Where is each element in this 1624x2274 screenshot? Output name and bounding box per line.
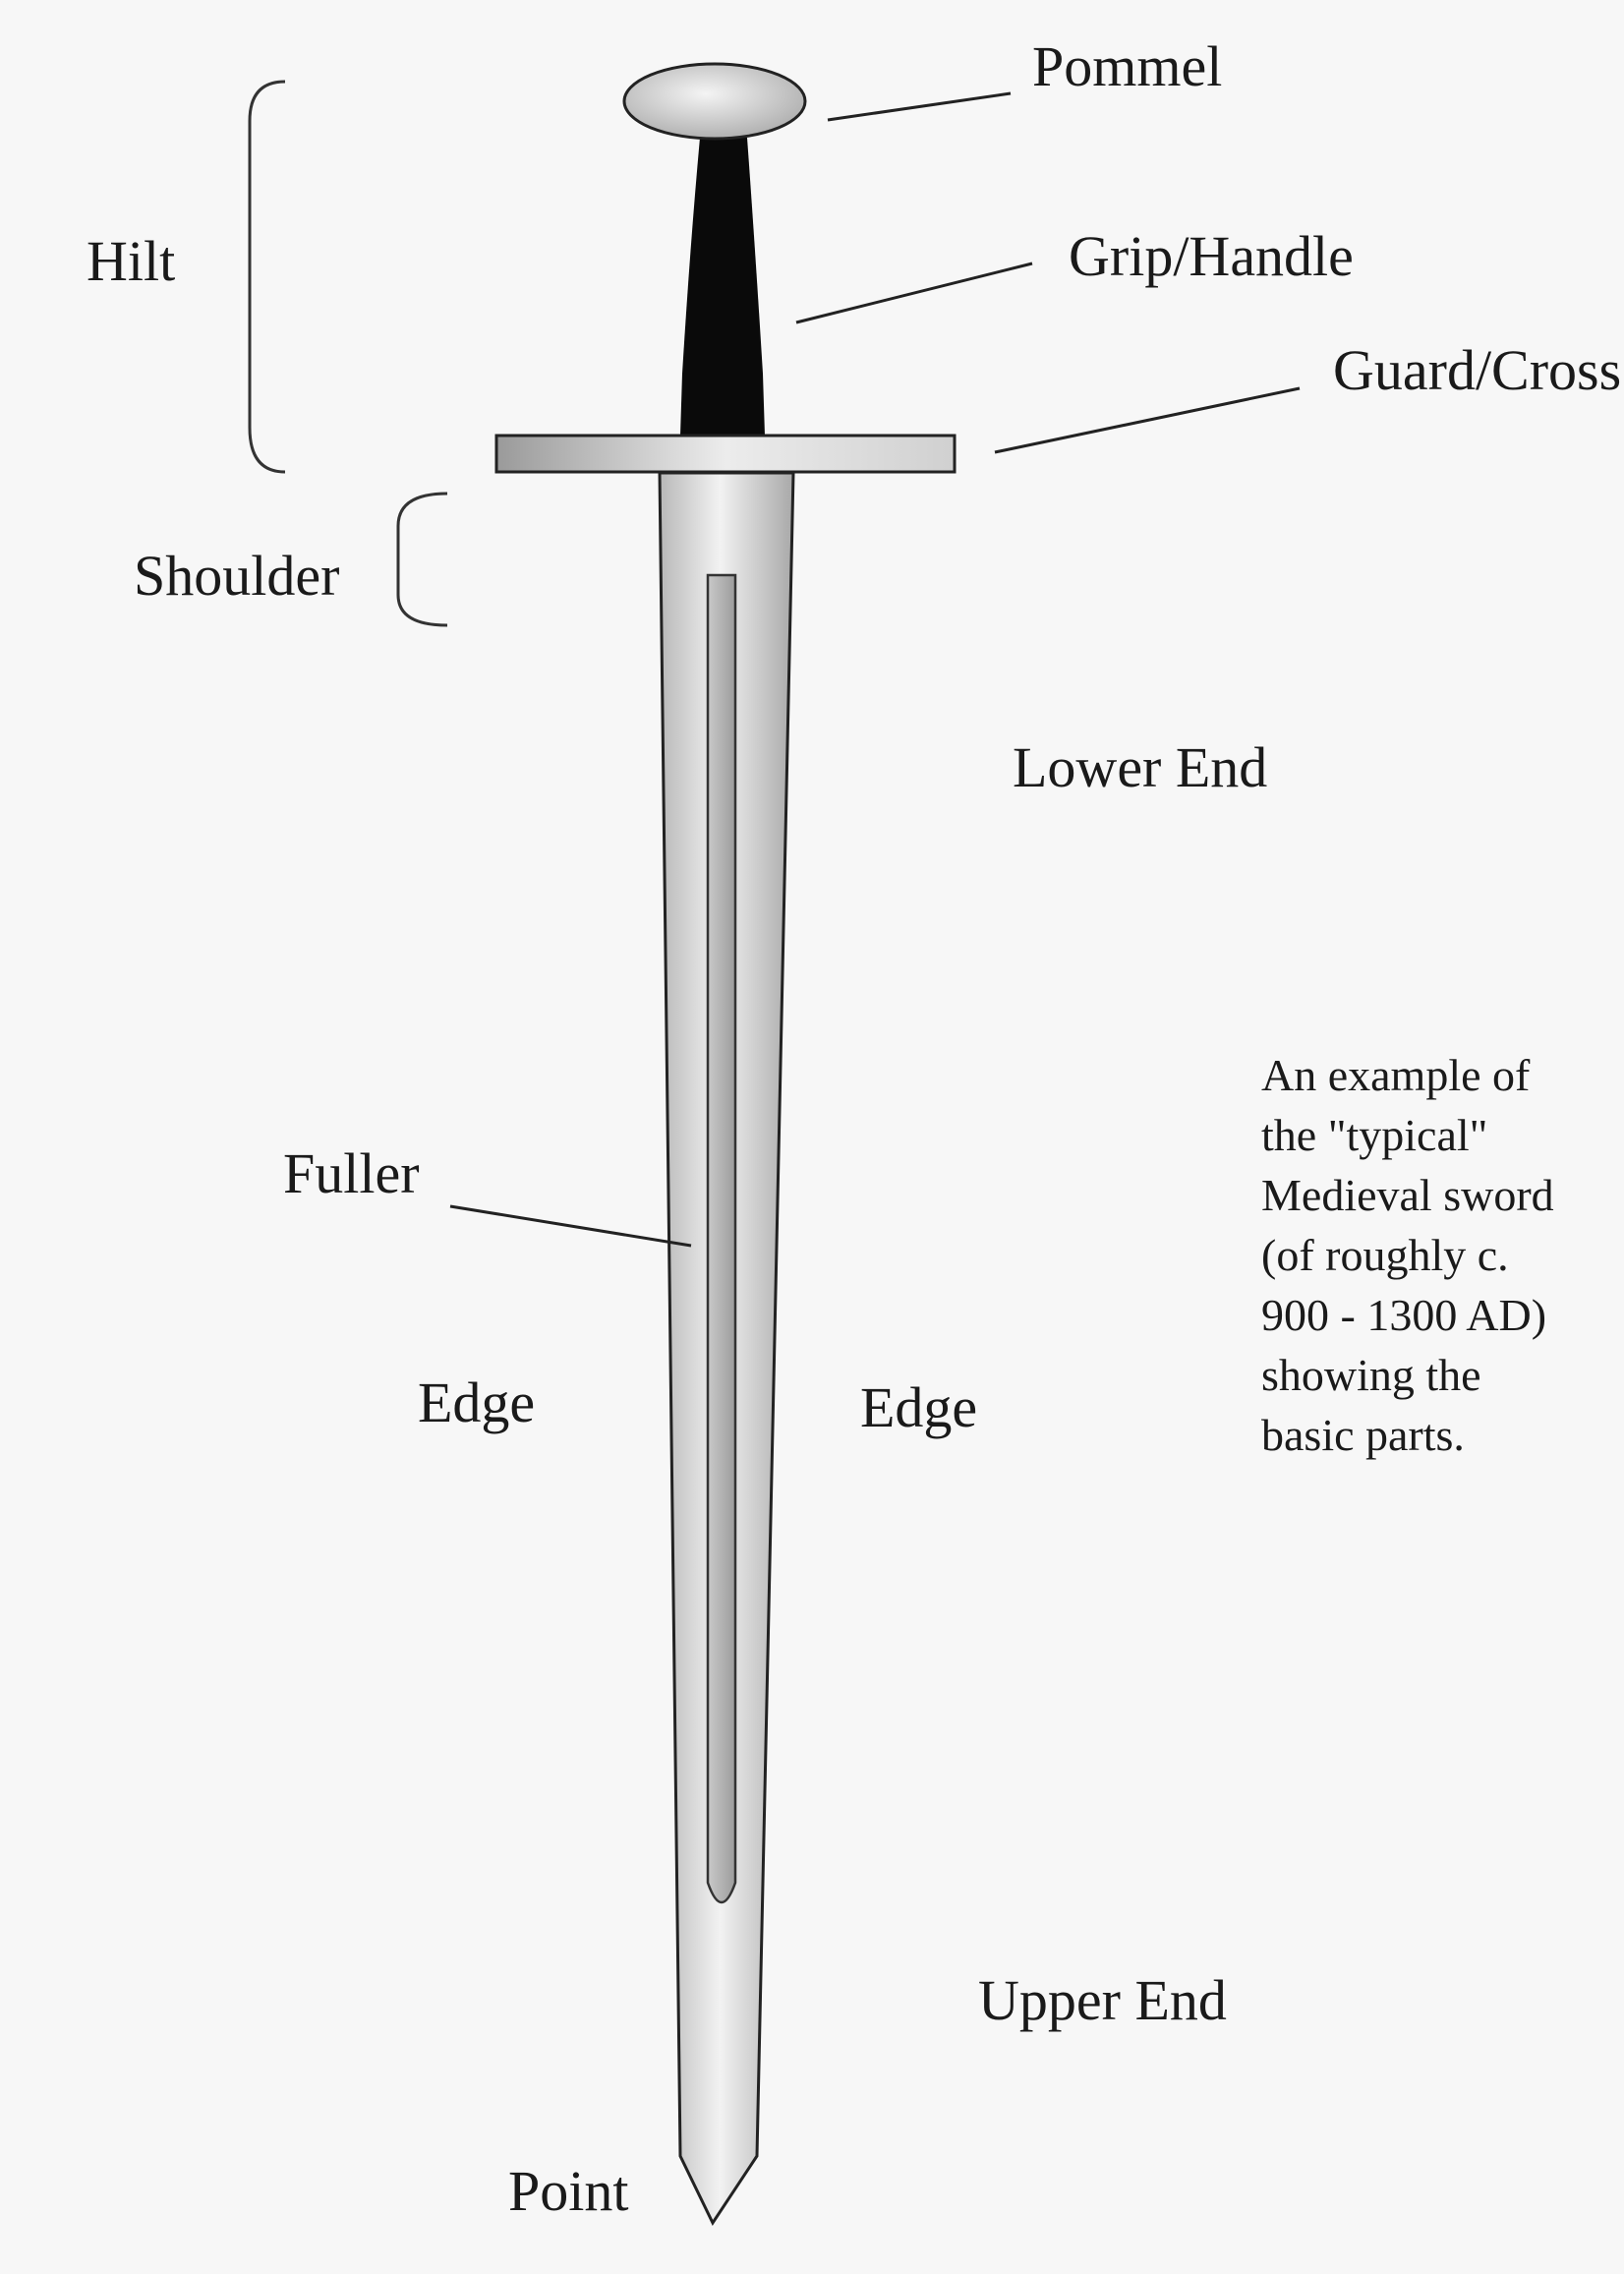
sword-pommel (622, 62, 807, 141)
fuller-leader-line (449, 1204, 692, 1248)
point-label: Point (508, 2159, 629, 2223)
hilt-bracket (248, 80, 286, 474)
sword-fuller (706, 573, 737, 1904)
edge-left-label: Edge (418, 1370, 536, 1434)
sword-crossguard (494, 434, 957, 474)
pommel-leader-line (827, 91, 1012, 122)
shoulder-label: Shoulder (134, 544, 340, 608)
caption-line: An example of (1261, 1050, 1531, 1100)
caption-line: Medieval sword (1261, 1170, 1554, 1220)
guard-label: Guard/Cross (1333, 338, 1622, 402)
caption-line: 900 - 1300 AD) (1261, 1290, 1547, 1340)
lower-end-label: Lower End (1013, 735, 1268, 799)
caption-line: the "typical" (1261, 1110, 1488, 1160)
hilt-label: Hilt (87, 229, 176, 293)
shoulder-bracket (396, 492, 448, 627)
caption-line: (of roughly c. (1261, 1230, 1509, 1280)
sword-grip (680, 138, 765, 436)
caption-note: An example of the "typical" Medieval swo… (1261, 1045, 1615, 1465)
grip-leader-line (795, 262, 1033, 324)
caption-line: showing the (1261, 1350, 1481, 1400)
guard-leader-line (994, 386, 1301, 454)
fuller-label: Fuller (283, 1141, 420, 1205)
grip-label: Grip/Handle (1069, 224, 1354, 288)
upper-end-label: Upper End (978, 1968, 1227, 2032)
pommel-label: Pommel (1032, 34, 1223, 98)
caption-line: basic parts. (1261, 1410, 1465, 1460)
edge-right-label: Edge (860, 1375, 978, 1439)
